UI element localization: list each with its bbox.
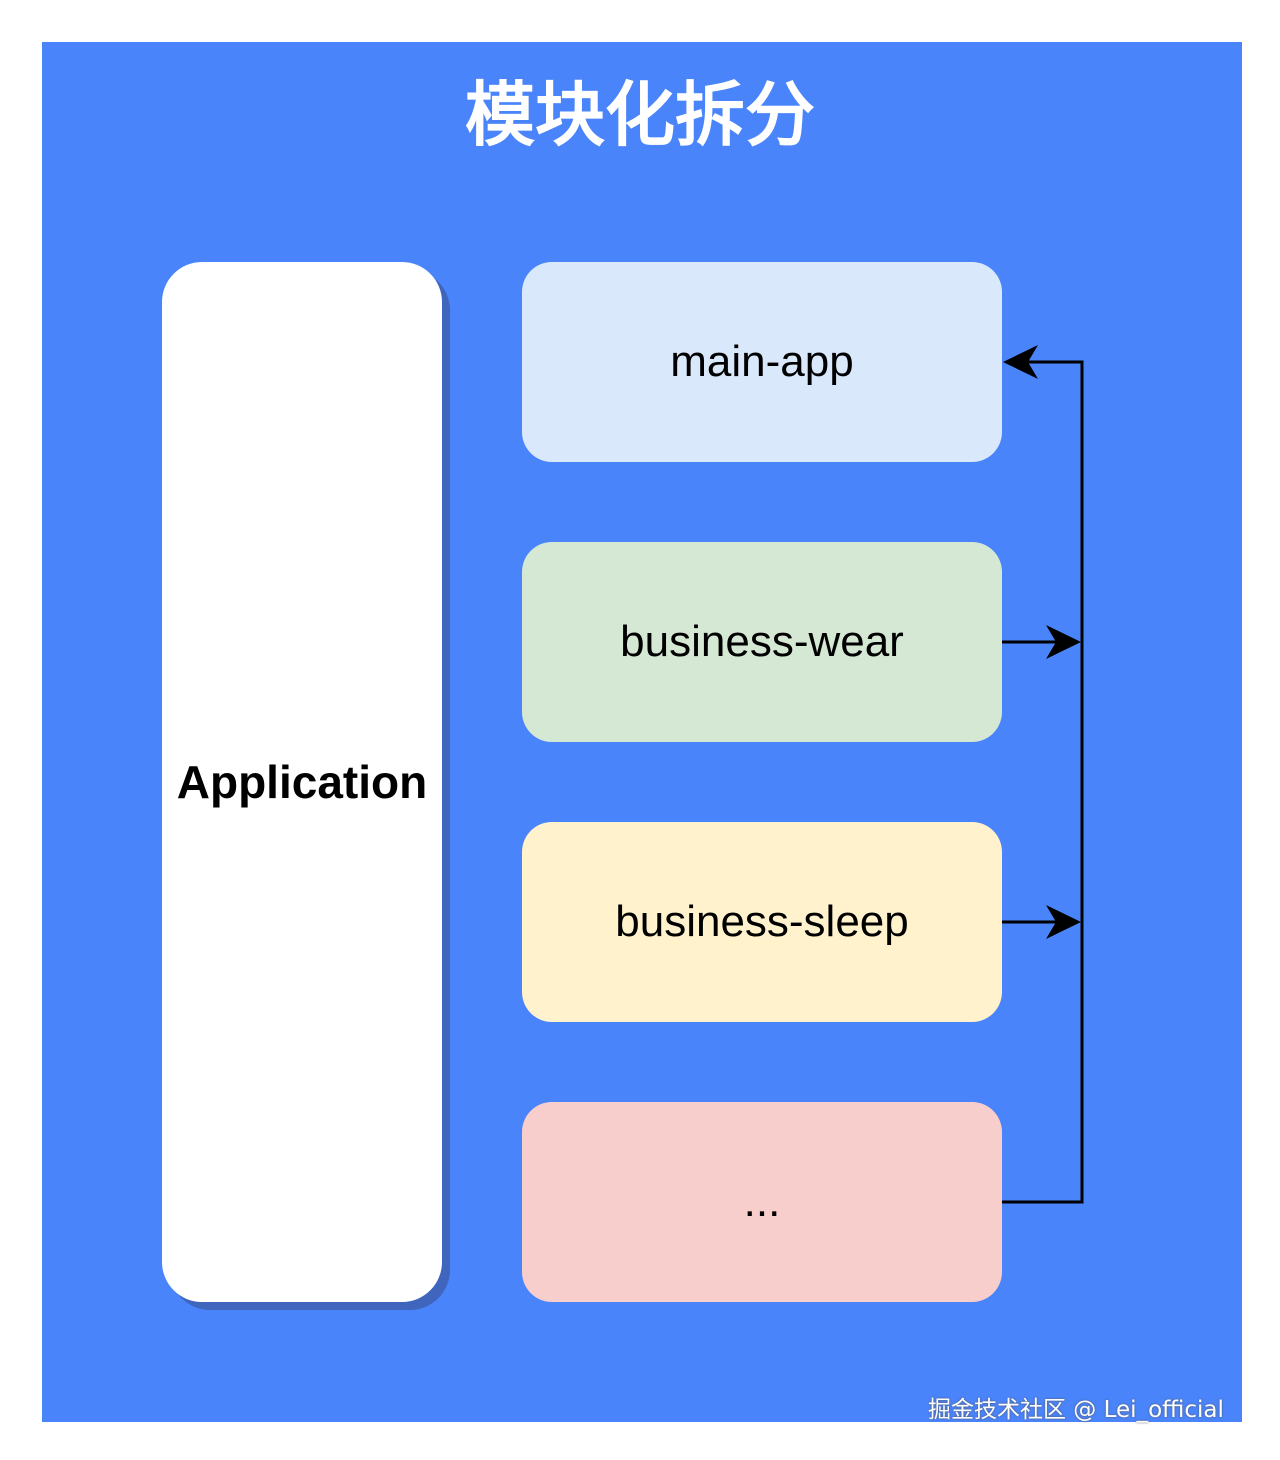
arrowhead-business-sleep (1046, 905, 1081, 939)
watermark: 掘金技术社区 @ Lei_official (928, 1397, 1224, 1423)
module-main-app: main-app (522, 262, 1002, 462)
diagram-title: 模块化拆分 (465, 74, 815, 156)
module-business-sleep-label: business-sleep (615, 897, 909, 946)
module-main-app-label: main-app (670, 337, 854, 386)
module-more: ... (522, 1102, 1002, 1302)
application-label: Application (176, 756, 428, 808)
module-more-label: ... (743, 1177, 781, 1226)
module-business-wear: business-wear (522, 542, 1002, 742)
module-business-sleep: business-sleep (522, 822, 1002, 1022)
connector-bus-line (1002, 360, 1084, 1204)
arrowhead-main-app (1003, 345, 1038, 379)
module-business-wear-label: business-wear (620, 617, 904, 666)
arrowhead-business-wear (1046, 625, 1081, 659)
application-box: Application (162, 262, 442, 1302)
